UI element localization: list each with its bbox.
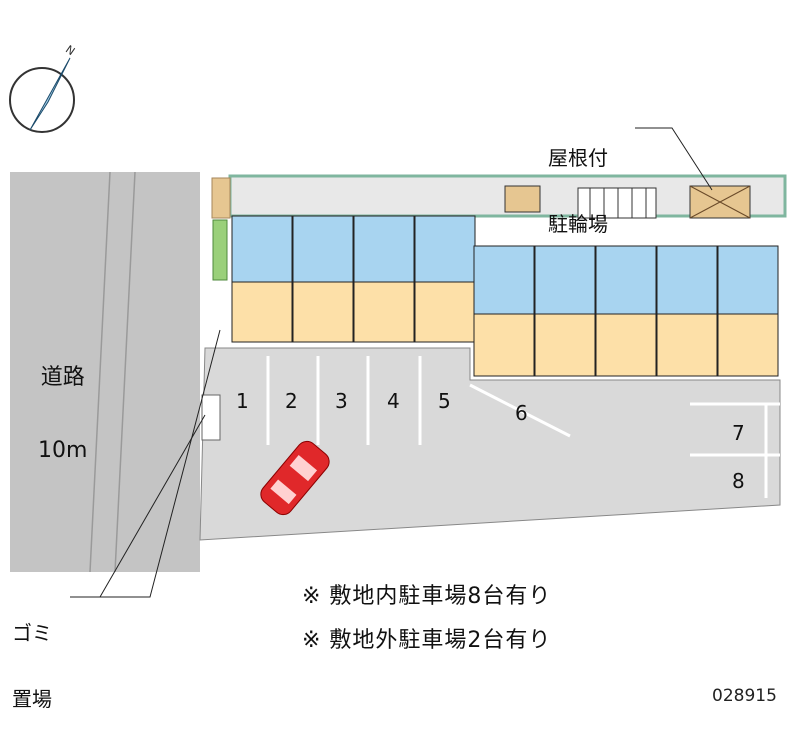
- road-line-left: [89, 171, 111, 573]
- note-offsite-parking: ※ 敷地外駐車場2台有り: [302, 628, 552, 653]
- mailbox: [504, 185, 541, 213]
- bike-parking-label: 屋根付 駐輪場: [548, 146, 608, 236]
- road-area: [10, 172, 200, 572]
- brick-wall: [211, 177, 231, 219]
- building-lower-row: [473, 245, 779, 377]
- parking-dividers: [266, 356, 780, 498]
- space-4: 4: [387, 389, 400, 413]
- space-6: 6: [515, 401, 528, 425]
- space-7: 7: [732, 421, 745, 445]
- property-code: 028915: [712, 686, 777, 706]
- trash-leader-line-2: [100, 329, 221, 598]
- stairs: [577, 187, 657, 219]
- green-strip: [212, 219, 228, 281]
- car: [260, 440, 330, 516]
- building-upper-row: [231, 215, 476, 343]
- road-line-right: [114, 171, 136, 573]
- space-5: 5: [438, 389, 451, 413]
- trash-area: [201, 394, 221, 441]
- road-label: 道路 10m: [38, 365, 88, 463]
- parking-lot: [199, 347, 781, 541]
- space-2: 2: [285, 389, 298, 413]
- compass-icon: [9, 57, 75, 133]
- space-8: 8: [732, 469, 745, 493]
- bike-leader-line: [635, 127, 713, 191]
- space-1: 1: [236, 389, 249, 413]
- trash-label: ゴミ 置場: [12, 621, 52, 711]
- space-3: 3: [335, 389, 348, 413]
- note-onsite-parking: ※ 敷地内駐車場8台有り: [302, 584, 552, 609]
